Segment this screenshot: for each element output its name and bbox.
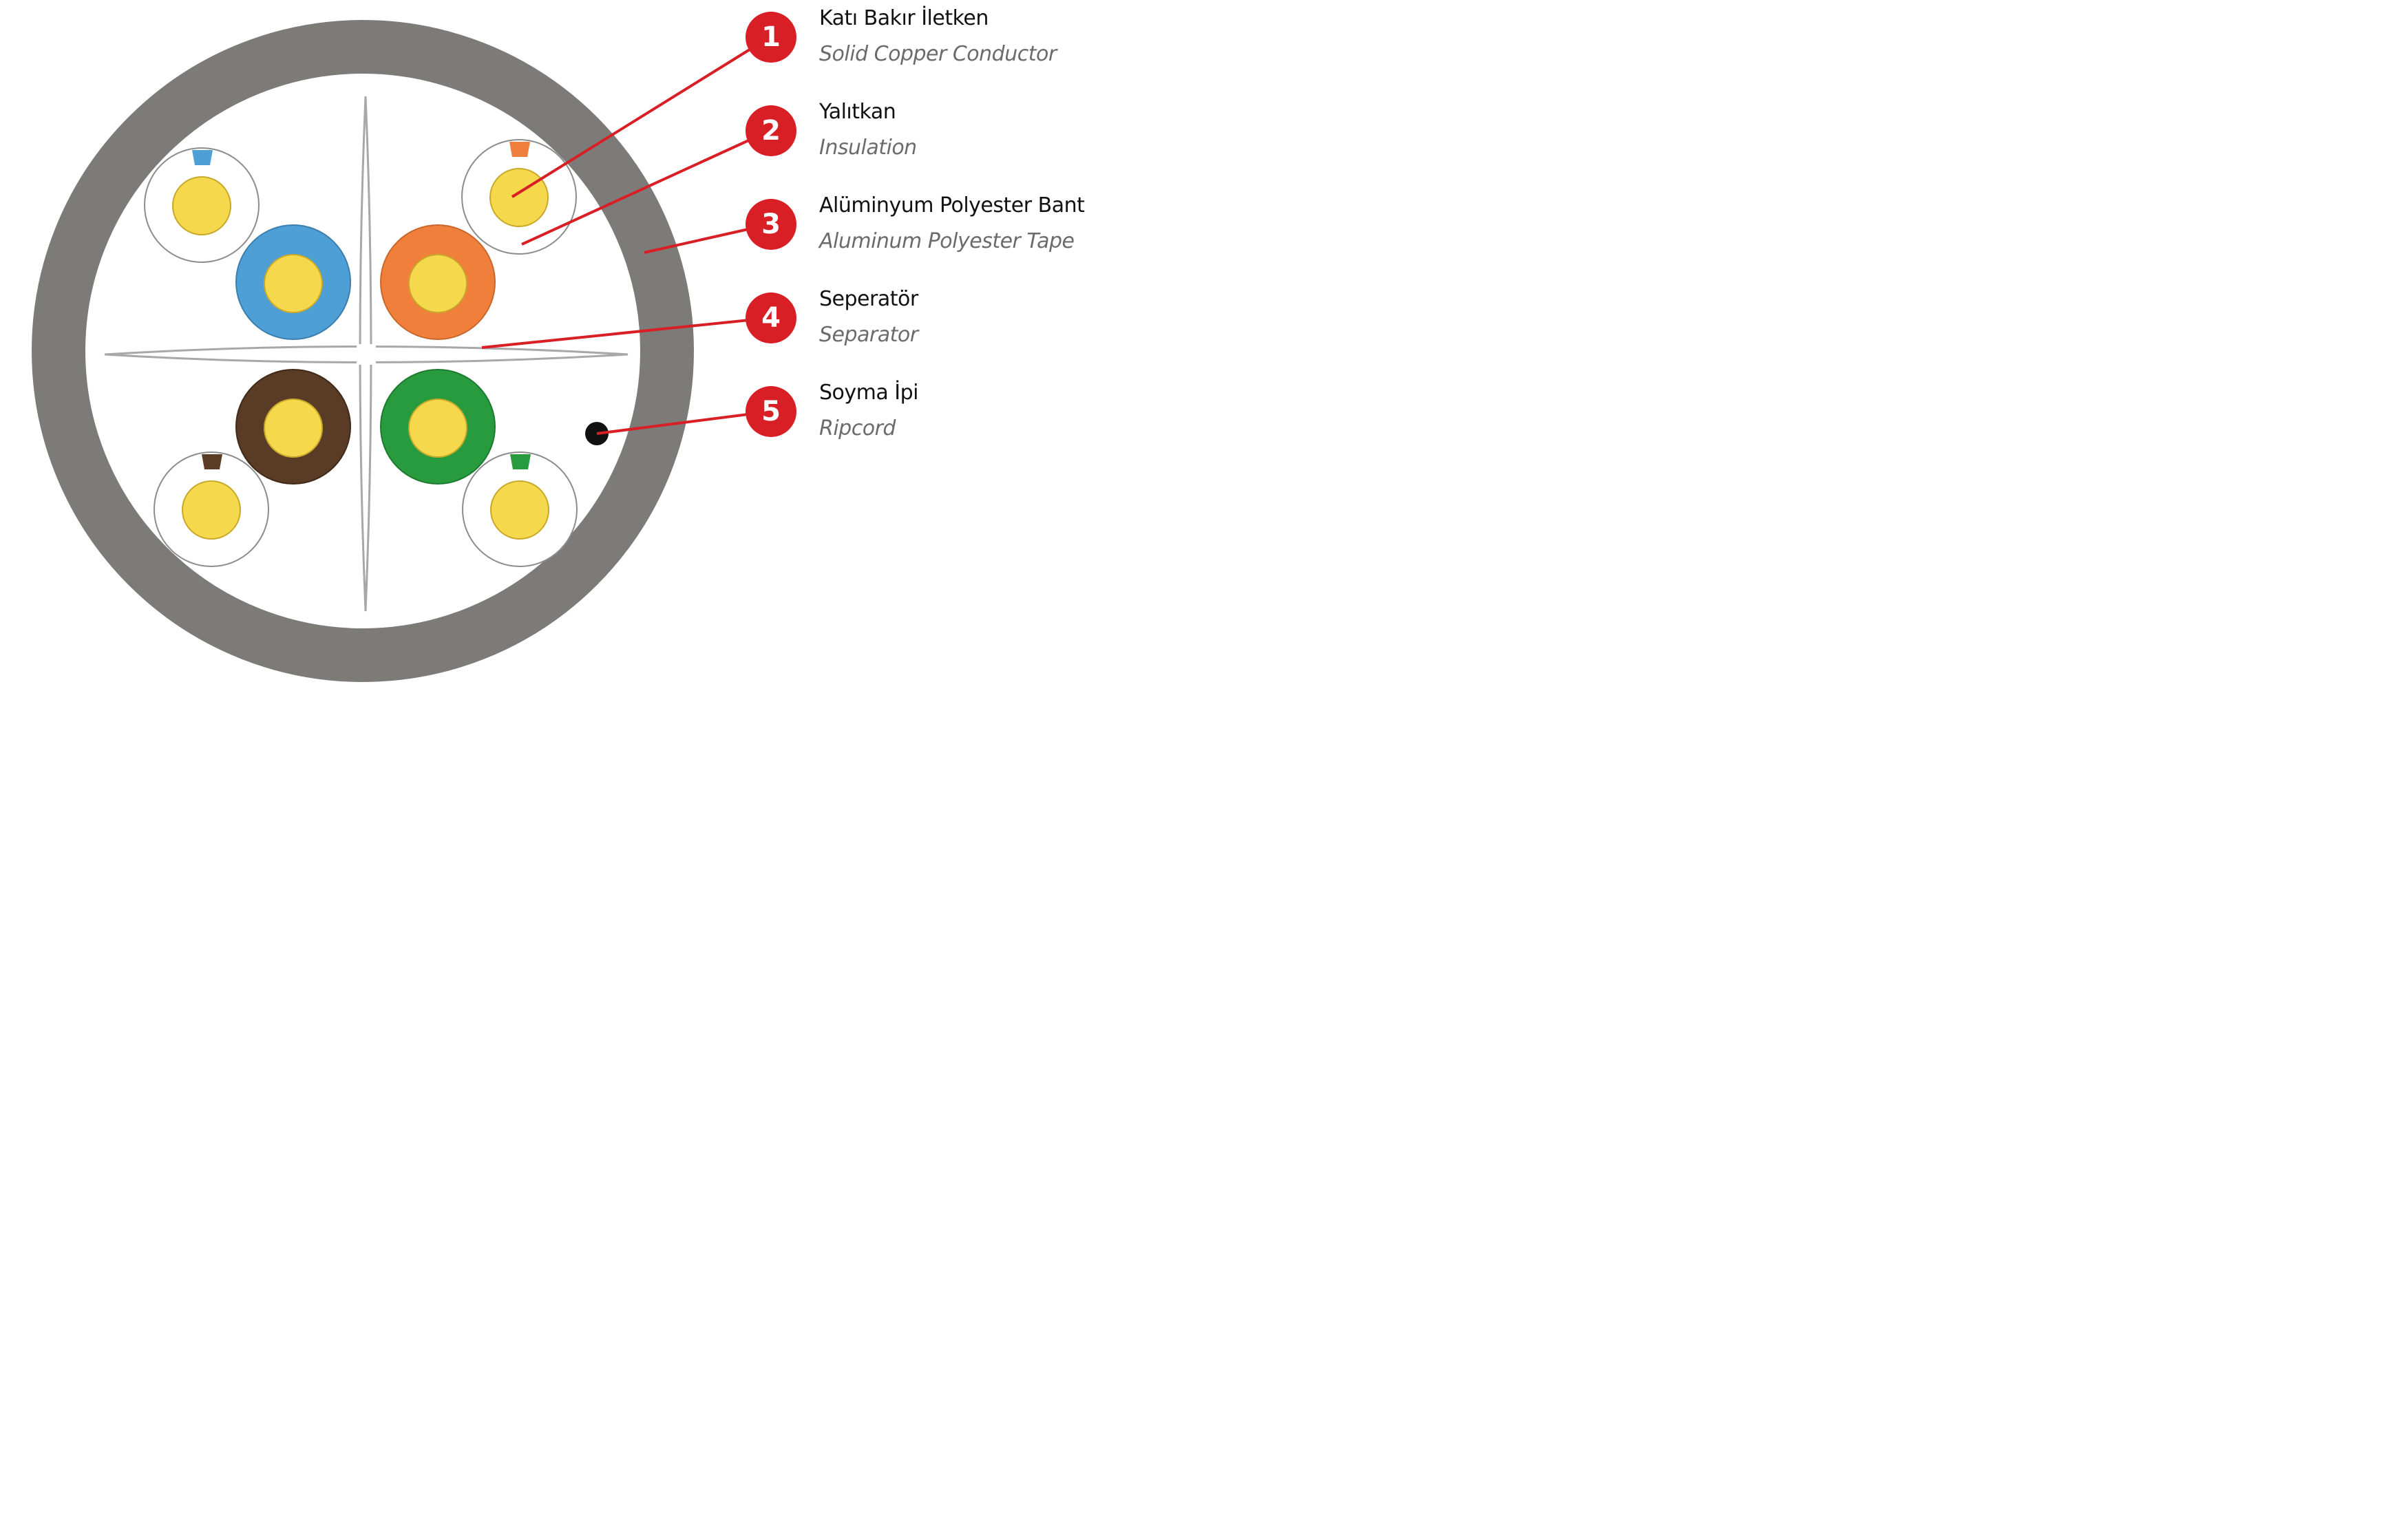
- legend-label-en: Solid Copper Conductor: [819, 42, 1057, 66]
- svg-text:4: 4: [761, 302, 781, 334]
- svg-text:5: 5: [761, 396, 781, 427]
- brown-stripe-marker: [202, 454, 222, 469]
- callout-4-badge: 4: [746, 292, 796, 343]
- blue-conductor: [235, 224, 351, 340]
- callout-2-leader: [521, 129, 770, 246]
- brown-conductor: [235, 369, 351, 485]
- legend-item-ripcord: Soyma İpi Ripcord: [819, 380, 1074, 442]
- legend-item-insulation: Yalıtkan Insulation: [819, 99, 1074, 161]
- legend-label-en: Ripcord: [819, 416, 896, 440]
- separator-center: [357, 344, 376, 365]
- legend-label-en: Insulation: [819, 136, 917, 160]
- svg-text:1: 1: [761, 21, 781, 53]
- legend-label-en: Aluminum Polyester Tape: [819, 229, 1075, 253]
- callout-2-badge: 2: [746, 105, 796, 156]
- legend-label-tr: Yalıtkan: [819, 100, 896, 124]
- white-brown-conductor: [154, 451, 269, 567]
- orange-conductor: [380, 224, 496, 340]
- legend-label-tr: Seperatör: [819, 287, 918, 311]
- callout-4-leader: [481, 317, 770, 349]
- legend-label-tr: Alüminyum Polyester Bant: [819, 193, 1085, 217]
- white-blue-conductor: [144, 147, 260, 263]
- white-green-conductor: [462, 451, 578, 567]
- orange-stripe-marker: [509, 142, 530, 157]
- svg-text:2: 2: [761, 115, 781, 147]
- legend-label-en: Separator: [819, 323, 918, 347]
- svg-text:3: 3: [761, 209, 781, 240]
- callout-1-badge: 1: [746, 12, 796, 63]
- white-orange-conductor: [461, 139, 577, 255]
- callout-5-badge: 5: [746, 386, 796, 437]
- legend-label-tr: Soyma İpi: [819, 381, 919, 405]
- blue-stripe-marker: [192, 150, 213, 165]
- cable-cross-section-diagram: 1 2 3 4 5: [32, 12, 796, 682]
- legend-label-tr: Katı Bakır İletken: [819, 6, 989, 30]
- callout-1-leader: [511, 36, 771, 198]
- legend-item-separator: Seperatör Separator: [819, 286, 1074, 348]
- callout-5-leader: [596, 410, 770, 435]
- legend-item-solid-copper-conductor: Katı Bakır İletken Solid Copper Conducto…: [819, 6, 1074, 67]
- legend-item-aluminum-polyester-tape: Alüminyum Polyester Bant Aluminum Polyes…: [819, 193, 1085, 255]
- green-stripe-marker: [510, 454, 531, 469]
- green-conductor: [380, 369, 496, 485]
- callout-3-badge: 3: [746, 199, 796, 250]
